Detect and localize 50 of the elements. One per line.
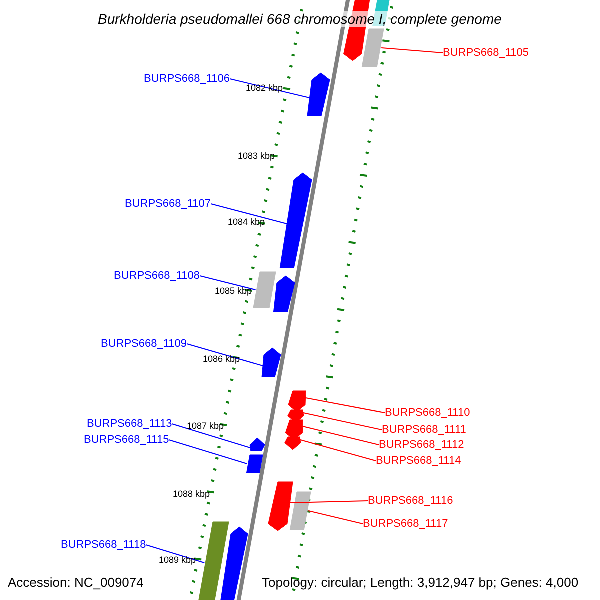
gene-feature [262, 348, 282, 378]
gene-feature [250, 438, 266, 452]
leader-line [168, 440, 248, 464]
gene-label: BURPS668_1116 [368, 496, 454, 506]
leader-line [186, 344, 264, 366]
gene-feature [268, 482, 294, 532]
scale-label: 1084 kbp [228, 218, 266, 226]
gene-block [362, 28, 384, 68]
scale-label: 1085 kbp [215, 286, 252, 296]
accession-text: Accession: NC_009074 [8, 576, 144, 588]
leader-line [305, 398, 386, 414]
gene-label: BURPS668_1105 [443, 48, 530, 58]
leader-line [381, 48, 444, 54]
gene-label: BURPS668_1117 [363, 518, 448, 530]
gene-label: BURPS668_1114 [376, 456, 462, 466]
gene-block [290, 492, 312, 530]
scale-label: 1082 kbp [246, 84, 284, 92]
genome-info-text: Topology: circular; Length: 3,912,947 bp; Genes: 4,000 [262, 576, 579, 588]
gene-feature [280, 172, 312, 268]
gene-label: BURPS668_1115 [84, 434, 170, 446]
gene-block [253, 272, 276, 308]
gene-label: BURPS668_1107 [125, 198, 212, 210]
gene-label: BURPS668_1108 [114, 270, 200, 282]
gene-block [246, 454, 264, 474]
gene-block [198, 522, 230, 600]
leader-line [210, 204, 288, 224]
leader-line [146, 544, 206, 564]
gene-feature [220, 526, 248, 600]
leader-line [302, 426, 380, 446]
gene-label: BURPS668_1110 [385, 408, 470, 418]
gene-feature [307, 72, 330, 116]
gene-label: BURPS668_1106 [144, 74, 230, 84]
leader-line [290, 500, 368, 504]
gene-label: BURPS668_1111 [382, 424, 466, 436]
gene-label: BURPS668_1109 [101, 338, 188, 350]
gene-label: BURPS668_1113 [87, 418, 172, 430]
gene-label: BURPS668_1112 [379, 440, 464, 450]
gene-feature [288, 390, 306, 412]
scale-label: 1083 kbp [238, 152, 276, 160]
leader-line [230, 78, 310, 98]
leader-line [308, 510, 364, 524]
leader-line [302, 412, 382, 430]
gene-feature [274, 276, 296, 312]
leader-line [200, 276, 256, 290]
leader-line [300, 440, 376, 462]
leader-line [172, 424, 251, 448]
gene-feature [284, 436, 302, 450]
scale-label: 1087 kbp [187, 422, 224, 430]
gene-label: BURPS668_1118 [61, 540, 146, 550]
scale-label: 1088 kbp [173, 490, 210, 498]
